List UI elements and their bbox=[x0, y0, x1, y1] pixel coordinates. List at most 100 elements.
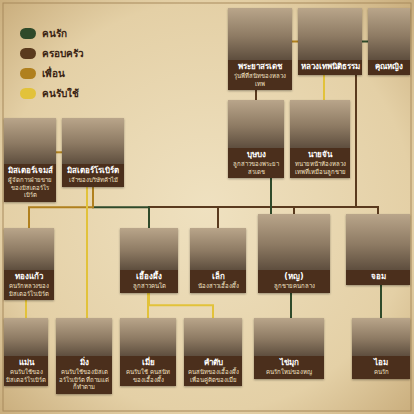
character-role: คนรับใช้ คนสนิทของเอื้องผึ้ง bbox=[122, 368, 174, 383]
portrait-photo bbox=[190, 228, 246, 270]
character-card: (หญ)ลูกชายคนกลาง bbox=[258, 214, 330, 293]
legend-row: คนรัก bbox=[20, 26, 67, 41]
relation-line bbox=[149, 75, 356, 228]
portrait-photo bbox=[346, 214, 410, 270]
character-name: ไข่มุก bbox=[256, 358, 322, 368]
name-plate: แม่นคนรับใช้ของมิสเตอร์โรเบิร์ต bbox=[4, 356, 48, 386]
portrait-photo bbox=[298, 8, 362, 60]
portrait-photo bbox=[4, 318, 48, 356]
character-name: มิสเตอร์โรเบิร์ต bbox=[64, 166, 122, 176]
name-plate: มิสเตอร์เจมส์ผู้จัดการฝ่ายขายของมิสเตอร์… bbox=[4, 164, 56, 202]
portrait-photo bbox=[120, 318, 176, 356]
relation-line bbox=[25, 300, 27, 318]
character-card: มิสเตอร์โรเบิร์ตเจ้าของบริษัทค้าไม้ bbox=[62, 118, 124, 187]
portrait-photo bbox=[258, 214, 330, 270]
portrait-photo bbox=[62, 118, 124, 164]
legend-swatch bbox=[20, 48, 36, 59]
character-name: มิ่ง bbox=[58, 358, 110, 368]
legend-row: คนรับใช้ bbox=[20, 86, 79, 101]
character-role: คนสนิทของเอื้องผึ้ง เพื่อนคู่คิดของเมี่ย bbox=[186, 368, 240, 383]
character-role: คนรับใช้ของมิสเตอร์โรเบิร์ต bbox=[6, 368, 46, 383]
legend-text: ครอบครัว bbox=[42, 46, 84, 61]
character-card: คุณหญิง bbox=[368, 8, 410, 75]
character-role: คนรักใหม่ของหญ bbox=[256, 368, 322, 376]
legend-text: คนรัก bbox=[42, 26, 67, 41]
character-name: พระยาสรเดช bbox=[230, 62, 290, 72]
name-plate: มิสเตอร์โรเบิร์ตเจ้าของบริษัทค้าไม้ bbox=[62, 164, 124, 187]
character-name: มิสเตอร์เจมส์ bbox=[6, 166, 54, 176]
name-plate: หลวงเทพนิติธรรม bbox=[298, 60, 362, 75]
character-name: บุษบง bbox=[230, 150, 282, 160]
character-card: ไอมคนรัก bbox=[352, 318, 410, 379]
portrait-photo bbox=[184, 318, 242, 356]
name-plate: ไอมคนรัก bbox=[352, 356, 410, 379]
character-card: นายจันทนายหน้าห้องหลวงเทพที่เหมือนลูกชาย bbox=[290, 100, 350, 178]
portrait-photo bbox=[228, 100, 284, 148]
character-name: คุณหญิง bbox=[370, 62, 408, 72]
character-card: พระยาสรเดชรุ่นพี่ที่สนิทของหลวงเทพ bbox=[228, 8, 292, 90]
name-plate: บุษบงลูกสาวของพระยาสรเดช bbox=[228, 148, 284, 178]
character-role: ลูกสาวคนโต bbox=[122, 282, 176, 290]
relation-line bbox=[86, 187, 88, 319]
legend-text: เพื่อน bbox=[42, 66, 65, 81]
character-name: เอื้องผึ้ง bbox=[122, 272, 176, 282]
character-card: หลวงเทพนิติธรรม bbox=[298, 8, 362, 75]
relation-line bbox=[323, 75, 325, 100]
name-plate: พระยาสรเดชรุ่นพี่ที่สนิทของหลวงเทพ bbox=[228, 60, 292, 90]
character-name: คำตับ bbox=[186, 358, 240, 368]
portrait-photo bbox=[56, 318, 112, 356]
legend-swatch bbox=[20, 68, 36, 79]
character-name: (หญ) bbox=[260, 272, 328, 282]
character-card: คำตับคนสนิทของเอื้องผึ้ง เพื่อนคู่คิดของ… bbox=[184, 318, 242, 386]
relation-line bbox=[218, 75, 356, 228]
character-card: แม่นคนรับใช้ของมิสเตอร์โรเบิร์ต bbox=[4, 318, 48, 386]
character-name: นายจัน bbox=[292, 150, 348, 160]
relation-line bbox=[255, 90, 257, 100]
name-plate: เมี่ยคนรับใช้ คนสนิทของเอื้องผึ้ง bbox=[120, 356, 176, 386]
legend-swatch bbox=[20, 28, 36, 39]
legend-row: เพื่อน bbox=[20, 66, 65, 81]
name-plate: คุณหญิง bbox=[368, 60, 410, 75]
legend-row: ครอบครัว bbox=[20, 46, 84, 61]
character-card: จอม bbox=[346, 214, 410, 285]
character-role: คนรัก bbox=[354, 368, 408, 376]
character-role: ลูกสาวของพระยาสรเดช bbox=[230, 160, 282, 175]
portrait-photo bbox=[4, 228, 54, 270]
portrait-photo bbox=[290, 100, 350, 148]
character-card: มิ่งคนรับใช้ของมิสเตอร์โรเบิร์ต ที่ถามแต… bbox=[56, 318, 112, 394]
relation-line bbox=[356, 75, 378, 214]
character-name: แม่น bbox=[6, 358, 46, 368]
frame-line bbox=[3, 3, 411, 411]
character-card: เล็กน้องสาวเอื้องผึ้ง bbox=[190, 228, 246, 293]
relation-line bbox=[380, 285, 382, 318]
character-card: บุษบงลูกสาวของพระยาสรเดช bbox=[228, 100, 284, 178]
portrait-photo bbox=[368, 8, 410, 60]
relation-line bbox=[270, 178, 272, 214]
character-name: เมี่ย bbox=[122, 358, 174, 368]
character-name: ทองแก้ว bbox=[6, 272, 52, 282]
name-plate: มิ่งคนรับใช้ของมิสเตอร์โรเบิร์ต ที่ถามแต… bbox=[56, 356, 112, 394]
character-card: ทองแก้วคนรักหลวงของมิสเตอร์โรเบิร์ต bbox=[4, 228, 54, 300]
character-role: รุ่นพี่ที่สนิทของหลวงเทพ bbox=[230, 72, 290, 87]
portrait-photo bbox=[254, 318, 324, 356]
portrait-photo bbox=[352, 318, 410, 356]
portrait-photo bbox=[120, 228, 178, 270]
character-card: ไข่มุกคนรักใหม่ของหญ bbox=[254, 318, 324, 379]
name-plate: นายจันทนายหน้าห้องหลวงเทพที่เหมือนลูกชาย bbox=[290, 148, 350, 178]
character-card: เมี่ยคนรับใช้ คนสนิทของเอื้องผึ้ง bbox=[120, 318, 176, 386]
name-plate: เอื้องผึ้งลูกสาวคนโต bbox=[120, 270, 178, 293]
name-plate: ทองแก้วคนรักหลวงของมิสเตอร์โรเบิร์ต bbox=[4, 270, 54, 300]
character-role: คนรักหลวงของมิสเตอร์โรเบิร์ต bbox=[6, 282, 52, 297]
character-role: เจ้าของบริษัทค้าไม้ bbox=[64, 176, 122, 184]
name-plate: ไข่มุกคนรักใหม่ของหญ bbox=[254, 356, 324, 379]
character-role: คนรับใช้ของมิสเตอร์โรเบิร์ต ที่ถามแต่ก็ท… bbox=[58, 368, 110, 391]
character-name: หลวงเทพนิติธรรม bbox=[300, 62, 360, 72]
character-role: ผู้จัดการฝ่ายขายของมิสเตอร์โรเบิร์ต bbox=[6, 176, 54, 199]
relation-line bbox=[93, 187, 149, 229]
relation-line bbox=[290, 293, 292, 319]
portrait-photo bbox=[228, 8, 292, 60]
portrait-photo bbox=[4, 118, 56, 164]
name-plate: คำตับคนสนิทของเอื้องผึ้ง เพื่อนคู่คิดของ… bbox=[184, 356, 242, 386]
